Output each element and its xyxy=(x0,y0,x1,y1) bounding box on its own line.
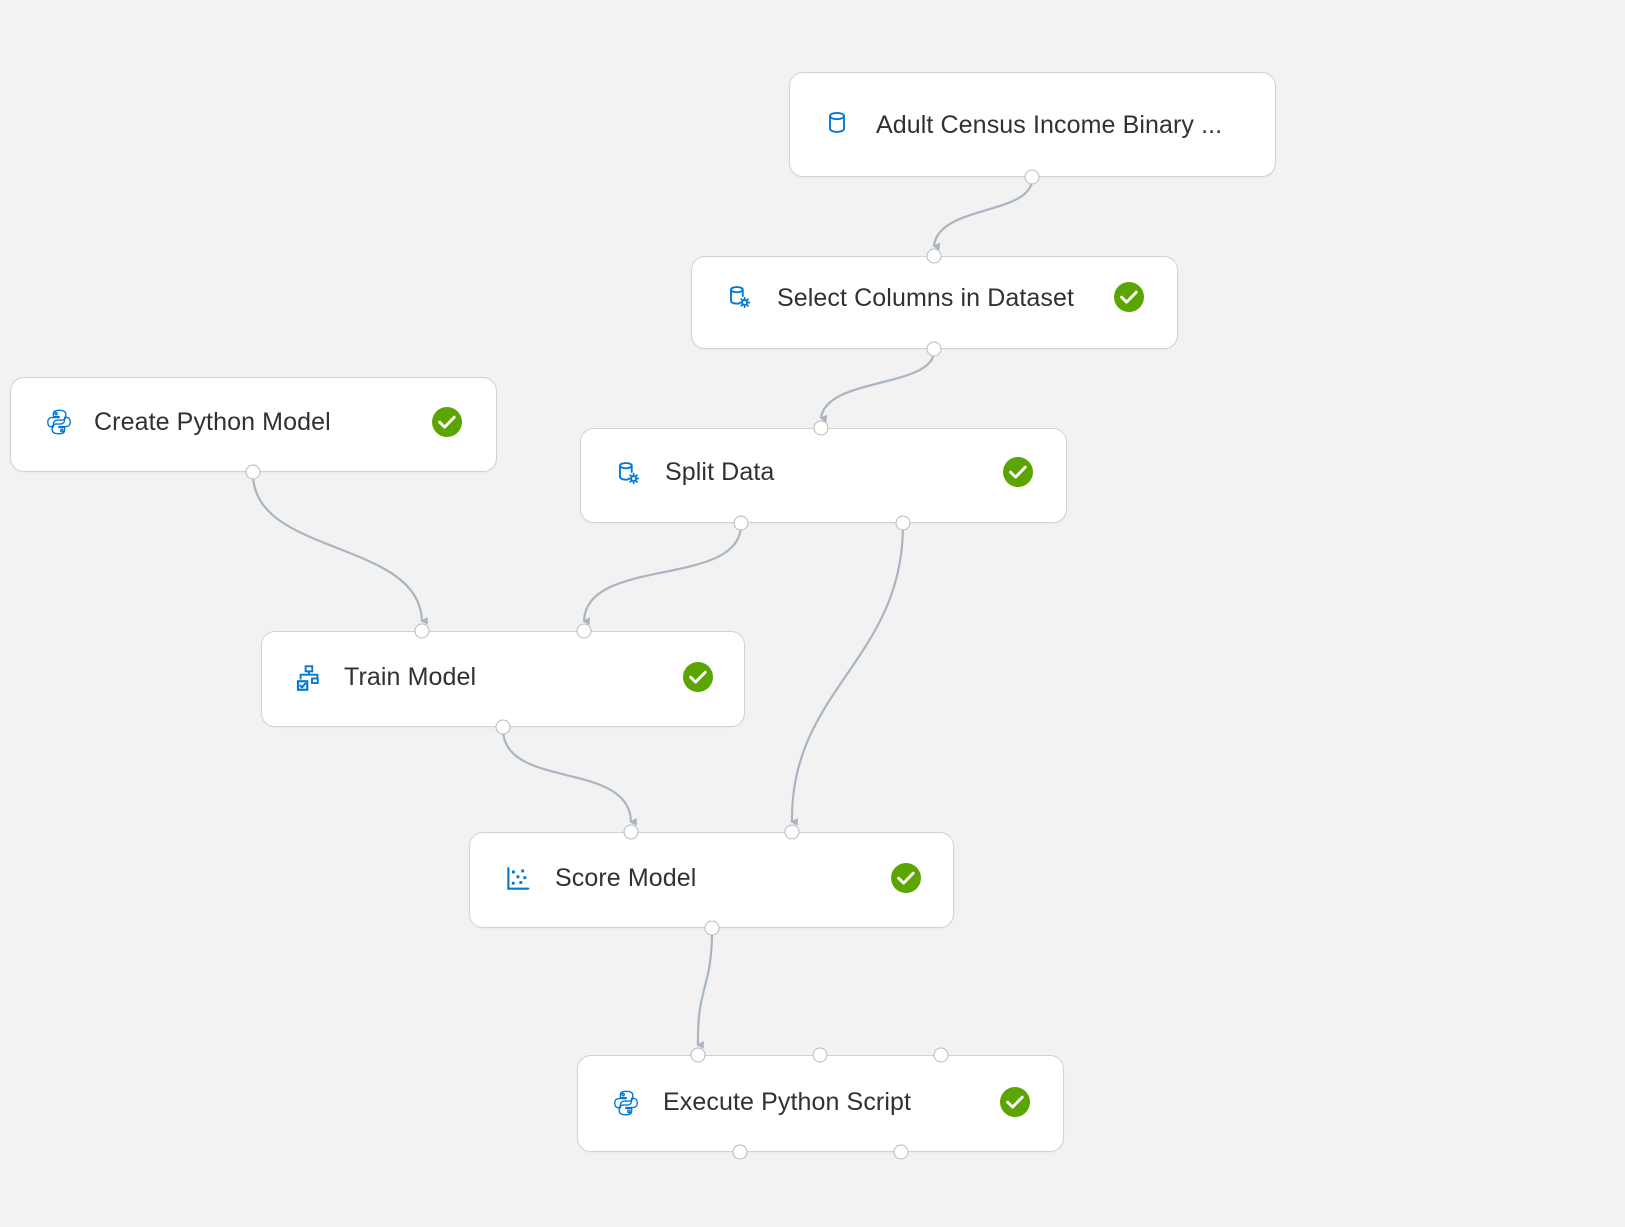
edge-split-data-to-train-model[interactable] xyxy=(582,524,743,626)
pipeline-node-execute-python-script[interactable] xyxy=(577,1055,1064,1152)
output-port-split-data-0[interactable] xyxy=(733,515,749,531)
status-badge-completed-split-data xyxy=(1003,457,1033,487)
node-title-split-data: Split Data xyxy=(665,458,775,486)
database-icon xyxy=(820,106,854,140)
edge-dataset-to-select-columns[interactable] xyxy=(932,178,1034,251)
input-port-execute-python-script-2[interactable] xyxy=(933,1047,949,1063)
edge-select-columns-to-split-data[interactable] xyxy=(819,350,936,423)
status-badge-completed-train-model xyxy=(683,662,713,692)
output-port-create-python-model-0[interactable] xyxy=(245,464,261,480)
output-port-select-columns-in-dataset-0[interactable] xyxy=(926,341,942,357)
database-gear-icon xyxy=(611,456,645,490)
node-title-select-columns-in-dataset: Select Columns in Dataset xyxy=(777,284,1075,312)
edge-train-model-to-score-model[interactable] xyxy=(501,728,637,826)
status-badge-completed-execute-python-script xyxy=(1000,1087,1030,1117)
output-port-execute-python-script-0[interactable] xyxy=(732,1144,748,1160)
pipeline-node-split-data[interactable] xyxy=(580,428,1067,523)
database-gear-icon xyxy=(722,280,756,314)
edge-create-python-model-to-train-model[interactable] xyxy=(251,473,428,625)
node-title-score-model: Score Model xyxy=(555,864,697,892)
output-port-execute-python-script-1[interactable] xyxy=(893,1144,909,1160)
node-title-adult-census-income-binary: Adult Census Income Binary ... xyxy=(876,111,1223,139)
pipeline-node-train-model[interactable] xyxy=(261,631,745,727)
status-badge-completed-score-model xyxy=(891,863,921,893)
edge-score-model-to-execute-python[interactable] xyxy=(696,929,714,1049)
status-badge-completed-select-columns-in-dataset xyxy=(1114,282,1144,312)
input-port-score-model-1[interactable] xyxy=(784,824,800,840)
scatter-plot-icon xyxy=(501,862,535,896)
output-port-adult-census-income-binary-0[interactable] xyxy=(1024,169,1040,185)
pipeline-node-adult-census-income-binary[interactable] xyxy=(789,72,1276,177)
status-badge-completed-create-python-model xyxy=(432,407,462,437)
input-port-execute-python-script-1[interactable] xyxy=(812,1047,828,1063)
pipeline-node-score-model[interactable] xyxy=(469,832,954,928)
output-port-split-data-1[interactable] xyxy=(895,515,911,531)
input-port-execute-python-script-0[interactable] xyxy=(690,1047,706,1063)
node-title-execute-python-script: Execute Python Script xyxy=(663,1088,912,1116)
python-icon xyxy=(609,1086,643,1120)
input-port-select-columns-in-dataset-0[interactable] xyxy=(926,248,942,264)
edge-split-data-to-score-model[interactable] xyxy=(790,524,905,826)
input-port-score-model-0[interactable] xyxy=(623,824,639,840)
input-port-train-model-1[interactable] xyxy=(576,623,592,639)
python-icon xyxy=(42,405,76,439)
node-title-create-python-model: Create Python Model xyxy=(94,408,331,436)
input-port-split-data-0[interactable] xyxy=(813,420,829,436)
train-model-icon xyxy=(292,661,326,695)
node-title-train-model: Train Model xyxy=(344,663,477,691)
output-port-train-model-0[interactable] xyxy=(495,719,511,735)
output-port-score-model-0[interactable] xyxy=(704,920,720,936)
input-port-train-model-0[interactable] xyxy=(414,623,430,639)
